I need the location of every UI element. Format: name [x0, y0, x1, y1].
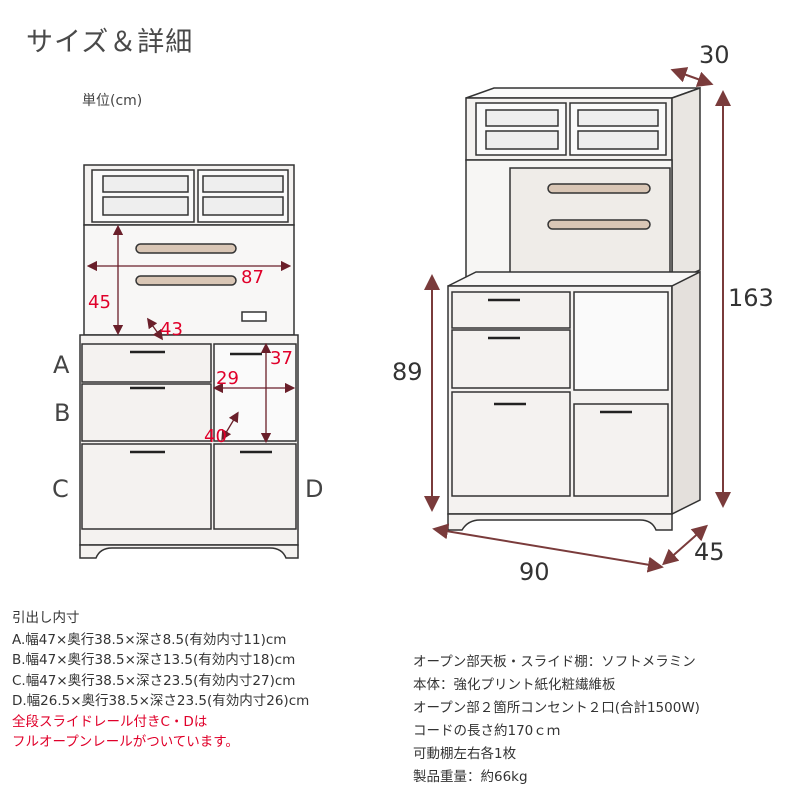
front-drawer-c [81, 443, 212, 530]
material-spec-body: 本体：強化プリント紙化粧繊維板 [413, 677, 616, 693]
cabinet-diagrams: 87 45 43 37 29 40 A B C D [52, 41, 774, 586]
dim-upper-depth: 30 [699, 41, 730, 69]
page-title: サイズ＆詳細 [26, 27, 194, 58]
dim-counter-height: 89 [392, 358, 423, 386]
dim-microwave-width: 29 [216, 368, 239, 389]
material-spec-shelves: 可動棚左右各1枚 [413, 746, 517, 762]
front-view [79, 164, 299, 559]
unit-label: 単位(cm) [82, 93, 143, 109]
persp-drawer-b [451, 329, 571, 389]
front-dimension-arrows [86, 224, 296, 444]
drawer-spec-b: B.幅47×奥行38.5×深さ13.5(有効内寸18)cm [12, 652, 296, 668]
material-spec-top: オープン部天板・スライド棚：ソフトメラミン [413, 654, 696, 670]
dim-shelf-depth: 43 [160, 319, 183, 340]
drawer-label-a: A [53, 351, 70, 379]
dim-total-height: 163 [728, 284, 774, 312]
drawer-spec-d: D.幅26.5×奥行38.5×深さ23.5(有効内寸26)cm [12, 693, 310, 709]
front-drawer-b [81, 383, 212, 442]
persp-drawer-a [451, 291, 571, 329]
drawer-spec-a: A.幅47×奥行38.5×深さ8.5(有効内寸11)cm [12, 631, 287, 648]
front-drawer-d [213, 443, 297, 530]
material-spec-cord: コードの長さ約170ｃｍ [413, 723, 561, 739]
material-spec-block: オープン部天板・スライド棚：ソフトメラミン 本体：強化プリント紙化粧繊維板 オー… [413, 651, 700, 789]
drawer-spec-block: 引出し内寸 A.幅47×奥行38.5×深さ8.5(有効内寸11)cm B.幅47… [12, 608, 309, 753]
dim-microwave-depth: 40 [204, 426, 227, 447]
drawer-label-b: B [54, 399, 70, 427]
drawer-spec-c: C.幅47×奥行38.5×深さ23.5(有効内寸27)cm [12, 672, 296, 689]
persp-microwave-space [573, 291, 669, 391]
material-spec-outlet: オープン部２箇所コンセント２口(合計1500W) [413, 700, 700, 716]
dim-inner-height-open: 45 [88, 292, 111, 313]
rail-note-line-2: フルオープンレールがついています。 [12, 734, 239, 750]
drawer-label-d: D [305, 475, 323, 503]
rail-note-line-1: 全段スライドレール付きC・Dは [12, 713, 208, 730]
perspective-dimension-arrows [424, 67, 731, 573]
persp-drawer-c [451, 391, 571, 497]
dim-microwave-height: 37 [270, 348, 293, 369]
drawer-spec-heading: 引出し内寸 [12, 610, 80, 626]
persp-drawer-d [573, 403, 669, 497]
dim-inner-width-open: 87 [241, 267, 264, 288]
perspective-view [447, 86, 701, 531]
dim-width: 90 [519, 558, 550, 586]
dim-depth: 45 [694, 538, 725, 566]
front-drawer-a [81, 343, 212, 383]
material-spec-weight: 製品重量：約66kg [413, 769, 528, 785]
drawer-label-c: C [52, 475, 69, 503]
